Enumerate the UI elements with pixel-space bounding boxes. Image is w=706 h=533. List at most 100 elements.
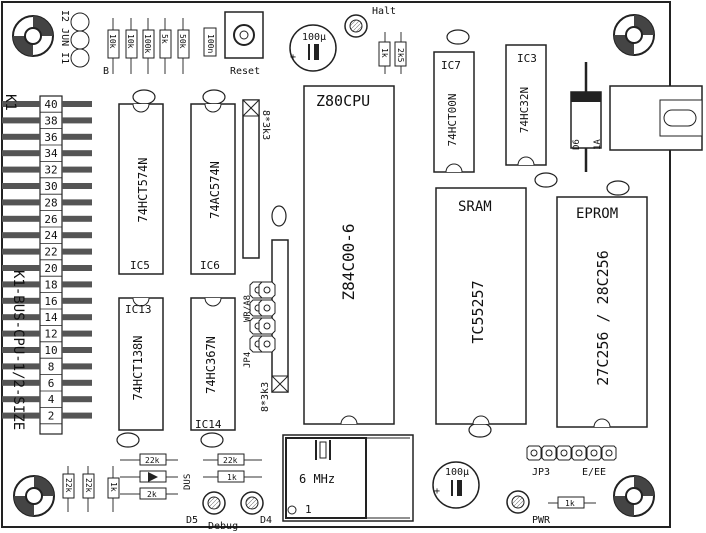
crystal-6mhz: 6 MHz 1 <box>282 434 414 522</box>
chip-ref: IC7 <box>441 59 461 72</box>
edge-pin-number: 14 <box>44 311 58 324</box>
d4-label: D4 <box>260 515 272 526</box>
chip-part: Z84C00-6 <box>339 223 358 300</box>
halt-led: Halt <box>344 6 396 38</box>
jumper-label: I2 JUN I1 <box>59 10 70 64</box>
edge-pin-finger <box>62 117 92 124</box>
mounting-hole-bottom-left <box>13 475 55 517</box>
res-label: 22k <box>223 456 238 465</box>
edge-pin-finger <box>2 166 40 173</box>
resistor-label: 1k <box>109 482 118 492</box>
jp3-pin-hole <box>605 449 613 457</box>
jp3-label: JP3 <box>532 467 550 478</box>
edge-pin-finger <box>62 281 92 288</box>
d5-label: D5 <box>186 515 198 526</box>
edge-pin-number: 4 <box>48 393 55 406</box>
pwr-label: PWR <box>532 515 551 526</box>
chip-ic3: IC3 74HC32N <box>505 44 547 166</box>
jp3-pin-hole <box>530 449 538 457</box>
mounting-hole-top-left <box>12 15 54 57</box>
jp3-pin-hole <box>545 449 553 457</box>
edge-pin-finger <box>62 379 92 386</box>
res-label: 2k <box>147 490 157 499</box>
edge-pin-finger <box>62 363 92 370</box>
pwr-led: PWR 1k <box>506 490 596 526</box>
resistor-label: 2k5 <box>396 48 405 63</box>
chip-ref: SRAM <box>458 199 492 215</box>
res-label: 22k <box>145 456 160 465</box>
edge-pin-number: 6 <box>48 377 55 390</box>
jp3-pin-hole <box>575 449 583 457</box>
chip-ic7: IC7 74HCT00N <box>433 51 475 173</box>
edge-pin-finger <box>62 412 92 419</box>
cap-value: 100µ <box>302 32 326 43</box>
resistor-label: 50k <box>178 34 187 49</box>
jp3-pin-hole <box>590 449 598 457</box>
res-label: 1k <box>227 473 237 482</box>
edge-pin-finger <box>2 265 40 271</box>
jp4-pin-hole <box>263 286 271 294</box>
chip-ref: IC6 <box>200 259 220 272</box>
chip-ref: IC5 <box>130 259 150 272</box>
edge-pin-number: 2 <box>48 410 55 423</box>
edge-pin-number: 38 <box>44 114 57 127</box>
bottom-left-resistors: 22k 22k 1k <box>62 466 120 512</box>
edge-pin-number: 26 <box>44 213 57 226</box>
edge-pin-finger <box>2 330 40 337</box>
debug-area: 22k 2k DUS 22k 1k D5 Debug D4 <box>120 453 272 532</box>
crystal-pin-label: 1 <box>305 503 312 516</box>
halt-resistors: 1k 2k5 <box>378 32 407 74</box>
edge-pin-finger <box>2 183 40 189</box>
chip-ic5: 74HCT574N IC5 <box>118 103 164 275</box>
crystal-label: 6 MHz <box>299 472 335 486</box>
halt-label: Halt <box>372 6 396 17</box>
chip-ref: EPROM <box>576 206 618 222</box>
edge-pin-finger <box>2 297 40 304</box>
edge-pin-finger <box>62 347 92 353</box>
resistor-label: 22k <box>64 478 73 493</box>
edge-pin-finger <box>62 232 92 239</box>
chip-part: TC55257 <box>469 280 487 343</box>
edge-pin-finger <box>2 281 40 288</box>
reset-label: Reset <box>230 66 260 77</box>
pwr-res-label: 1k <box>565 499 575 508</box>
k1-label: K1 <box>2 94 18 111</box>
edge-pin-finger <box>62 199 92 206</box>
chip-part: 74HCT574N <box>136 157 150 222</box>
edge-pin-finger <box>62 133 92 140</box>
edge-pin-finger <box>2 347 40 353</box>
jumper-jun: I2 JUN I1 B <box>59 10 109 77</box>
edge-pin-number: 8 <box>48 360 55 373</box>
top-resistors: 10k 10k 100k 5k 50k 100n <box>107 18 217 74</box>
jumper-jp4: WR/A8 JP4 <box>243 281 276 368</box>
svg-text:+: + <box>434 486 440 497</box>
svg-text:+: + <box>290 52 296 63</box>
chip-part: 27C256 / 28C256 <box>594 250 612 385</box>
resistor-network-bottom: 8*3k3 <box>260 239 289 412</box>
mounting-hole-top-right <box>613 14 655 56</box>
chip-part: 74HC32N <box>518 87 531 133</box>
edge-pin-finger <box>62 297 92 304</box>
edge-pin-number: 32 <box>44 164 57 177</box>
jumper-b-label: B <box>103 66 109 77</box>
chip-ref: IC14 <box>195 418 222 431</box>
edge-pin-number: 34 <box>44 147 58 160</box>
rnet-label: 8*3k3 <box>260 110 271 140</box>
edge-pin-finger <box>62 314 92 321</box>
edge-pin-finger <box>2 215 40 222</box>
resistor-label: 1k <box>380 48 389 58</box>
edge-pin-finger <box>2 117 40 124</box>
jp3-pin-hole <box>560 449 568 457</box>
edge-pin-finger <box>2 314 40 321</box>
edge-label: K1-BUS-CPU-1/2-SIZE <box>10 270 26 430</box>
edge-pin-finger <box>2 363 40 370</box>
edge-pin-finger <box>62 101 92 107</box>
edge-pin-finger <box>2 150 40 157</box>
chip-eprom: EPROM 27C256 / 28C256 <box>556 196 648 428</box>
edge-pin-number: 30 <box>44 180 57 193</box>
chip-ref: Z80CPU <box>316 92 370 110</box>
edge-pin-finger <box>2 133 40 140</box>
wr-a8-label: WR/A8 <box>243 295 253 322</box>
chip-ic13: IC13 74HCT138N <box>118 297 164 431</box>
